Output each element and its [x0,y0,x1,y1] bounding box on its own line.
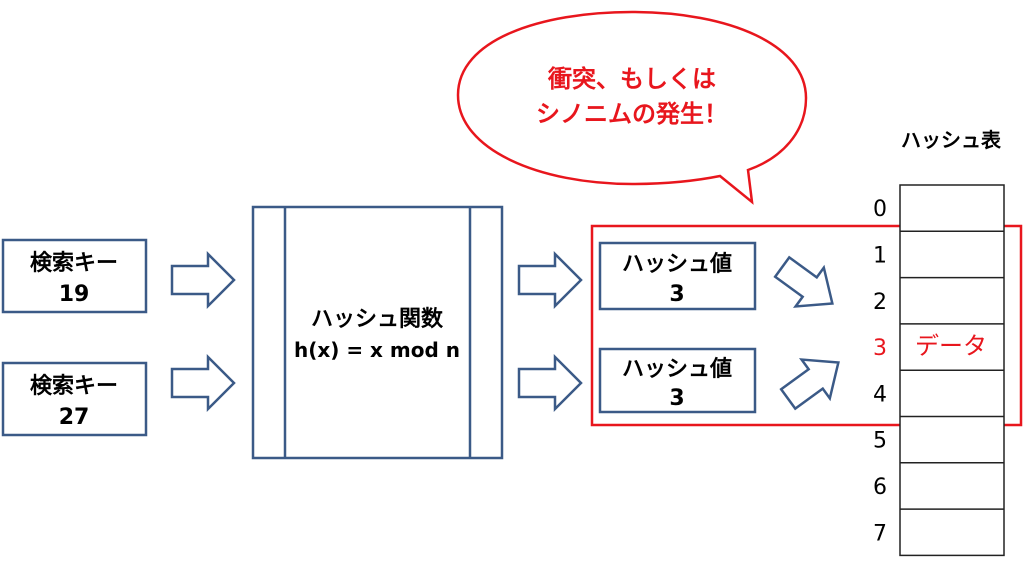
arrow-diagonal-up-icon [779,358,840,411]
hash-table-indices: 0 1 2 3 4 5 6 7 [873,197,887,546]
arrow-right-icon [170,353,236,413]
hash-function-box: ハッシュ関数 h(x) = x mod n [251,205,504,460]
search-key-label: 検索キー [30,374,118,399]
hash-table: ハッシュ表 0 1 2 3 4 5 6 7 データ [873,128,1005,557]
hash-table-index: 3 [873,336,887,361]
hash-value-box: ハッシュ値 3 [598,241,757,311]
hash-table-index: 5 [873,429,887,454]
hash-value-number: 3 [669,386,684,411]
arrow-right-icon [170,250,236,310]
search-key-19: 検索キー 19 [1,238,148,314]
hash-table-data-label: データ [915,332,987,360]
hash-function-formula: h(x) = x mod n [294,338,460,362]
hash-table-index: 6 [873,475,887,500]
hash-table-index: 1 [873,243,887,268]
arrow-right-icon [517,250,583,310]
hash-table-index: 7 [873,521,887,546]
arrow-right-icon [517,353,583,413]
hash-function-title: ハッシュ関数 [311,306,444,332]
search-key-value: 27 [59,405,90,430]
collision-highlight-frame [590,224,1023,427]
hash-table-title: ハッシュ表 [901,128,1002,152]
hash-value-label: ハッシュ値 [622,357,732,382]
search-key-value: 19 [59,282,90,307]
hash-value-label: ハッシュ値 [622,252,732,277]
hash-value-number: 3 [669,282,684,307]
hash-table-index: 2 [873,290,887,315]
collision-callout: 衝突、もしくは シノニムの発生！ [456,10,808,205]
hash-table-cells [899,184,1005,557]
hash-value-box: ハッシュ値 3 [598,347,757,414]
callout-line-2: シノニムの発生！ [536,100,728,128]
hash-table-index: 0 [873,197,887,222]
callout-bubble [456,10,808,205]
hash-table-index: 4 [873,382,887,407]
search-key-label: 検索キー [30,251,118,276]
callout-line-1: 衝突、もしくは [547,65,716,93]
search-key-27: 検索キー 27 [1,361,148,437]
arrow-diagonal-down-icon [773,255,834,308]
